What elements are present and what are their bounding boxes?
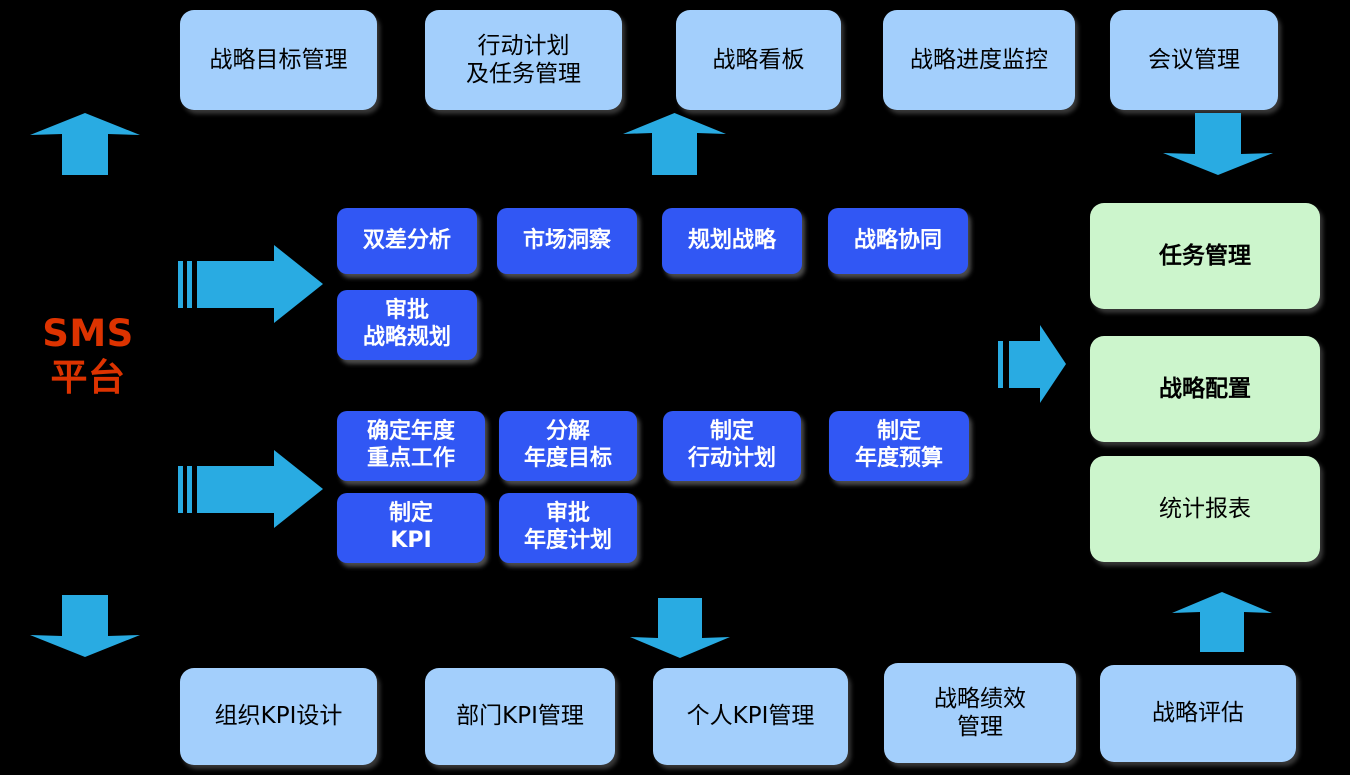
top-module-strategy-goal[interactable]: 战略目标管理 <box>180 10 377 110</box>
process-make-annual-budget[interactable]: 制定 年度预算 <box>829 411 969 481</box>
arrow-right-annual <box>178 450 323 528</box>
top-module-progress-monitor[interactable]: 战略进度监控 <box>883 10 1075 110</box>
process-define-kpi[interactable]: 制定 KPI <box>337 493 485 563</box>
bottom-module-strategy-performance[interactable]: 战略绩效 管理 <box>884 663 1076 763</box>
arrow-up-left-top <box>30 113 140 175</box>
bottom-module-dept-kpi-management[interactable]: 部门KPI管理 <box>425 668 615 765</box>
page-title-sms-platform: SMS 平台 <box>42 312 134 399</box>
arrow-down-left-bottom <box>30 595 140 657</box>
arrow-right-strategy <box>178 245 323 323</box>
bottom-module-strategy-evaluation[interactable]: 战略评估 <box>1100 665 1296 762</box>
process-make-action-plan[interactable]: 制定 行动计划 <box>663 411 801 481</box>
output-strategy-configuration[interactable]: 战略配置 <box>1090 336 1320 442</box>
output-task-management[interactable]: 任务管理 <box>1090 203 1320 309</box>
process-approve-strategy-plan[interactable]: 审批 战略规划 <box>337 290 477 360</box>
arrow-up-right-bottom <box>1172 592 1272 652</box>
arrow-up-center-top <box>623 113 726 175</box>
process-decompose-annual-goal[interactable]: 分解 年度目标 <box>499 411 637 481</box>
bottom-module-personal-kpi-management[interactable]: 个人KPI管理 <box>653 668 848 765</box>
arrow-right-outputs <box>998 325 1066 403</box>
process-determine-annual-focus[interactable]: 确定年度 重点工作 <box>337 411 485 481</box>
top-module-strategy-board[interactable]: 战略看板 <box>676 10 841 110</box>
arrow-down-center-bottom <box>630 598 730 658</box>
arrow-down-right-top <box>1163 113 1273 175</box>
process-market-insight[interactable]: 市场洞察 <box>497 208 637 274</box>
top-module-meeting-management[interactable]: 会议管理 <box>1110 10 1278 110</box>
process-plan-strategy[interactable]: 规划战略 <box>662 208 802 274</box>
process-strategy-collaboration[interactable]: 战略协同 <box>828 208 968 274</box>
process-gap-analysis[interactable]: 双差分析 <box>337 208 477 274</box>
output-statistical-report[interactable]: 统计报表 <box>1090 456 1320 562</box>
process-approve-annual-plan[interactable]: 审批 年度计划 <box>499 493 637 563</box>
top-module-action-plan[interactable]: 行动计划 及任务管理 <box>425 10 622 110</box>
bottom-module-org-kpi-design[interactable]: 组织KPI设计 <box>180 668 377 765</box>
